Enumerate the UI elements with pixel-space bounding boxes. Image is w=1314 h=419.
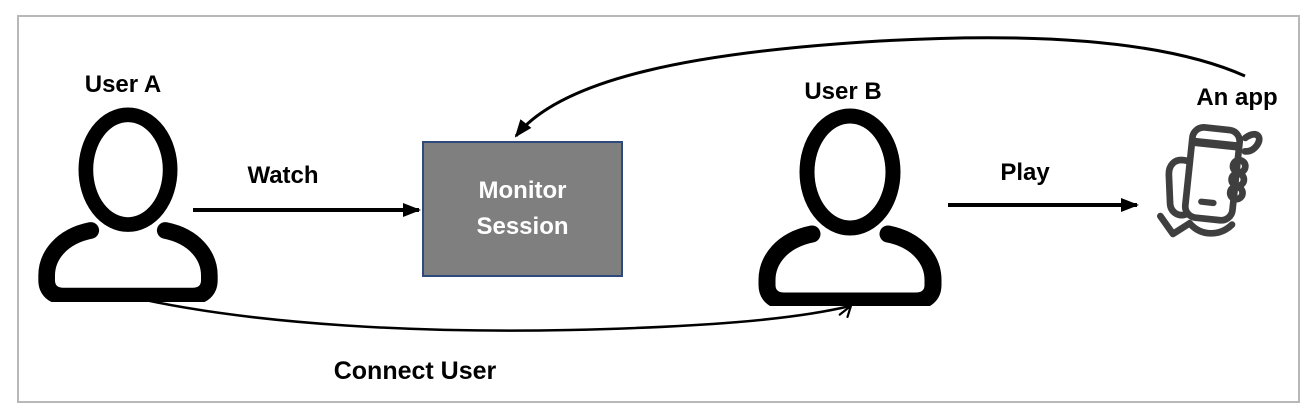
user-a-label: User A xyxy=(84,71,162,98)
watch-edge-label: Watch xyxy=(247,162,319,189)
user-b-person-icon xyxy=(767,116,933,301)
app-to-monitor-arrow xyxy=(514,36,1246,138)
connect-user-arrow xyxy=(126,294,853,332)
user-b-label: User B xyxy=(804,78,882,105)
an-app-label: An app xyxy=(1196,84,1278,111)
connect-user-edge-label: Connect User xyxy=(333,357,497,385)
hand-holding-phone-icon xyxy=(1159,124,1260,242)
monitor-session-node: Monitor Session xyxy=(422,141,623,277)
monitor-session-label: Monitor Session xyxy=(476,177,569,240)
play-edge-label: Play xyxy=(1000,159,1050,186)
user-a-person-icon xyxy=(47,115,210,296)
